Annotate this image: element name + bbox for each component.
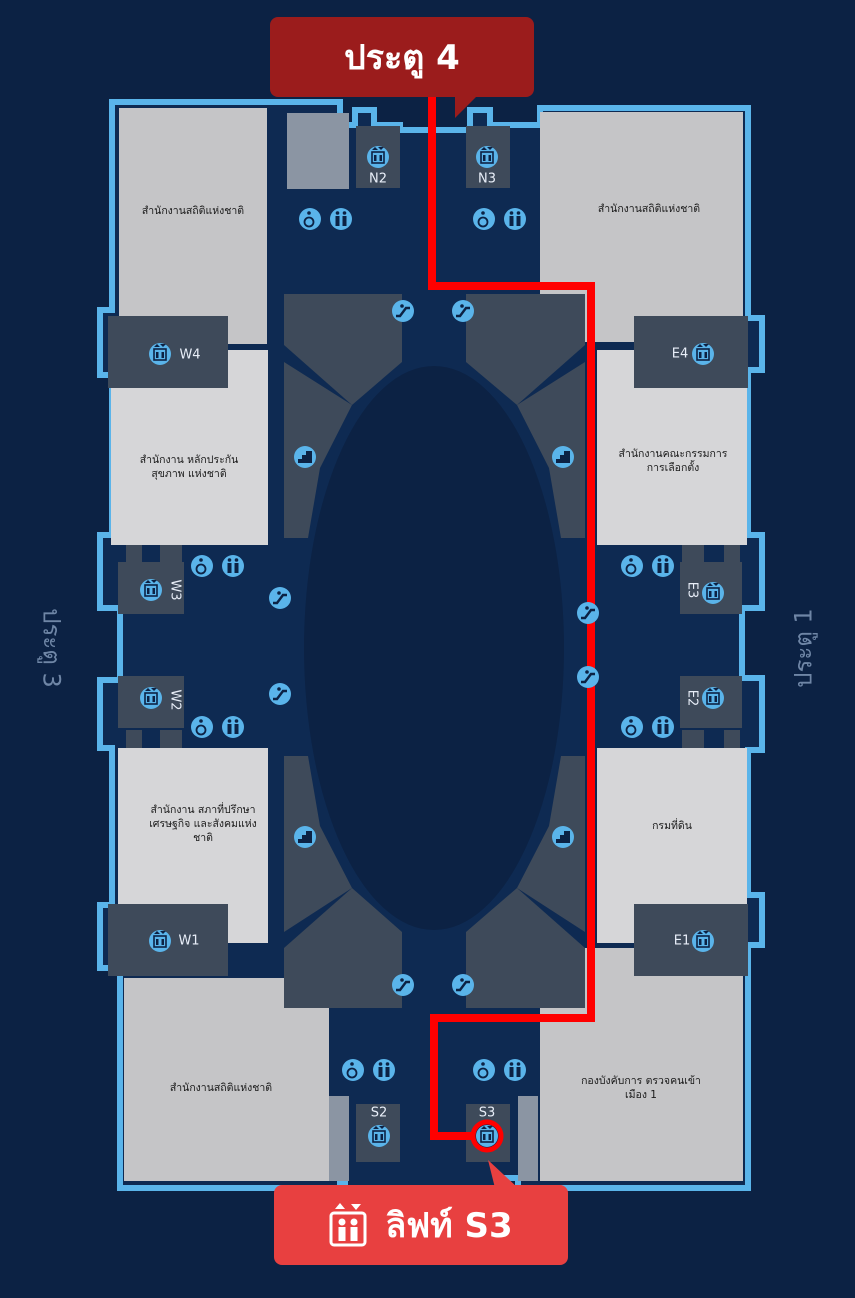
elevator-e4-label: E4 [671,346,689,362]
atrium-void [304,366,564,930]
restroom-icon [504,1059,526,1081]
wheelchair-icon [191,716,213,738]
room-n2-grey [287,113,349,189]
elevator-n3-label: N3 [478,171,496,187]
wheelchair-icon [299,208,321,230]
elevator-w4-label: W4 [179,347,201,363]
elevator-s3-label: S3 [478,1105,496,1121]
elevator-e2-label: E2 [684,689,700,707]
elevator-icon [140,579,162,601]
atrium-blocks [284,294,585,1008]
wheelchair-icon [473,208,495,230]
wheelchair-icon [621,555,643,577]
stairs-icon [294,446,316,468]
restroom-icon [222,716,244,738]
wheelchair-icon [621,716,643,738]
room-w-upper-label: สำนักงาน หลักประกันสุขภาพ แห่งชาติ [139,454,239,480]
elevator-e1-label: E1 [673,933,691,949]
sw-strip [329,1096,349,1181]
stairs-icon [552,446,574,468]
escalator-icon [392,974,414,996]
elevator-icons [140,146,724,1147]
stairs-icon [552,826,574,848]
elevator-n2-label: N2 [369,171,387,187]
lift-s3-badge[interactable]: ลิฟท์ S3 [274,1185,568,1265]
elevator-w1-label: W1 [178,933,200,949]
room-e-upper-label: สำนักงานคณะกรรมการ การเลือกตั้ง [618,448,728,474]
gate4-label: ประตู 4 [344,38,460,78]
restroom-icon [652,716,674,738]
gate4-pointer [455,95,478,118]
escalator-icon [452,974,474,996]
room-nw-label: สำนักงานสถิติแห่งชาติ [141,205,245,217]
room-nw [119,108,267,344]
escalator-icon [392,300,414,322]
room-sw-label: สำนักงานสถิติแห่งชาติ [169,1082,273,1094]
elevator-w2-label: W2 [167,689,183,711]
stairs-icon [294,826,316,848]
restroom-icon [373,1059,395,1081]
room-se-label: กองบังคับการ ตรวจคนเข้าเมือง 1 [581,1075,701,1101]
elevator-icon [140,687,162,709]
room-e-lower-label: กรมที่ดิน [652,820,692,832]
lift-pointer [488,1160,518,1188]
elevator-icon [149,930,171,952]
elevator-icon [476,146,498,168]
gate4-title: ประตู 4 [270,17,534,97]
elevator-icon [702,687,724,709]
wheelchair-icon [473,1059,495,1081]
gate1-label: ประตู 1 [789,608,818,688]
elevator-w3-label: W3 [167,579,183,601]
elevator-icon [692,343,714,365]
elevator-icon [692,930,714,952]
elevator-e3-label: E3 [684,581,700,599]
room-ne-label: สำนักงานสถิติแห่งชาติ [597,203,701,215]
elevator-s2-label: S2 [370,1105,388,1121]
restroom-icon [652,555,674,577]
escalator-icon [452,300,474,322]
gate3-label: ประตู 3 [37,608,66,688]
elevator-icon [367,146,389,168]
escalator-icon [269,587,291,609]
wheelchair-icon [342,1059,364,1081]
se-strip [518,1096,538,1181]
elevator-icon [368,1125,390,1147]
escalator-icon [269,683,291,705]
restroom-icon [222,555,244,577]
elevator-icon [702,582,724,604]
lift-label: ลิฟท์ S3 [385,1206,513,1246]
restroom-icon [330,208,352,230]
escalator-icon [577,602,599,624]
escalator-icon [577,666,599,688]
elevator-icon [329,1203,367,1247]
facility-icons [191,208,674,1081]
elevator-icon [476,1125,498,1147]
room-sw [124,978,329,1181]
service-blocks [108,126,748,1162]
room-w-lower-label: สำนักงาน สภาที่ปรึกษาเศรษฐกิจ และสังคมแห… [149,804,257,844]
route-path [428,95,595,1140]
restroom-icon [504,208,526,230]
wheelchair-icon [191,555,213,577]
elevator-icon [149,343,171,365]
